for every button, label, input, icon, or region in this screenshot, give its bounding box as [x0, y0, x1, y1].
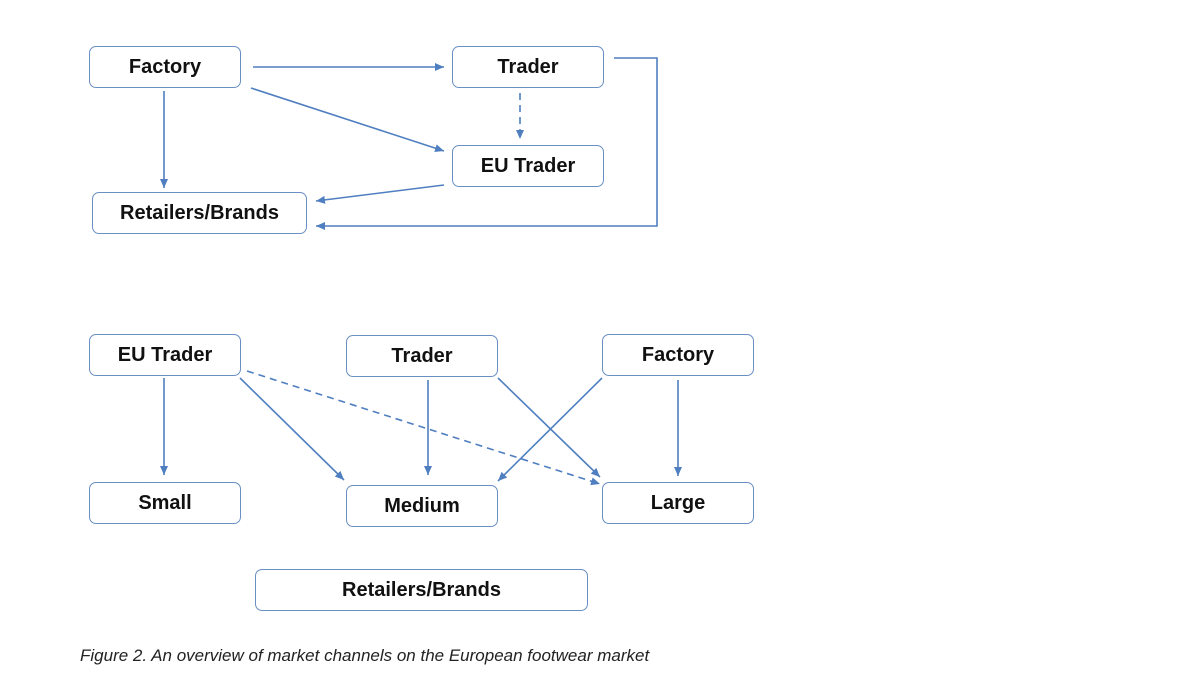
bottom-trader-box: Trader — [346, 335, 498, 377]
bottom-eu-trader-to-medium-arrow — [239, 377, 345, 481]
bottom-eu-trader-box: EU Trader — [89, 334, 241, 376]
bottom-large-box: Large — [602, 482, 754, 524]
top-factory-label: Factory — [128, 55, 202, 78]
top-eu-trader-box: EU Trader — [452, 145, 604, 187]
bottom-trader-label: Trader — [391, 344, 453, 367]
bottom-factory-to-medium-arrow — [497, 377, 603, 482]
bottom-small-box: Small — [89, 482, 241, 524]
top-trader-label: Trader — [497, 55, 559, 78]
top-trader-box: Trader — [452, 46, 604, 88]
top-eu-trader-to-retailers-arrow — [315, 184, 445, 204]
bottom-retailers-brands-box: Retailers/Brands — [255, 569, 588, 611]
bottom-large-label: Large — [650, 491, 706, 514]
bottom-retailers-brands-label: Retailers/Brands — [342, 578, 501, 601]
bottom-trader-to-large-arrow — [497, 377, 601, 478]
bottom-medium-label: Medium — [384, 494, 460, 517]
top-factory-to-eu-trader-arrow — [250, 87, 445, 153]
bottom-eu-trader-to-large-dashed-arrow — [246, 370, 601, 486]
top-factory-box: Factory — [89, 46, 241, 88]
bottom-factory-box: Factory — [602, 334, 754, 376]
top-eu-trader-label: EU Trader — [480, 154, 576, 177]
figure-caption: Figure 2. An overview of market channels… — [80, 646, 650, 665]
top-retailers-brands-box: Retailers/Brands — [92, 192, 307, 234]
top-trader-to-retailers-loop-arrow — [316, 57, 658, 230]
bottom-medium-box: Medium — [346, 485, 498, 527]
top-retailers-brands-label: Retailers/Brands — [120, 201, 279, 224]
bottom-small-label: Small — [138, 491, 192, 514]
bottom-factory-label: Factory — [641, 343, 715, 366]
bottom-eu-trader-label: EU Trader — [117, 343, 213, 366]
